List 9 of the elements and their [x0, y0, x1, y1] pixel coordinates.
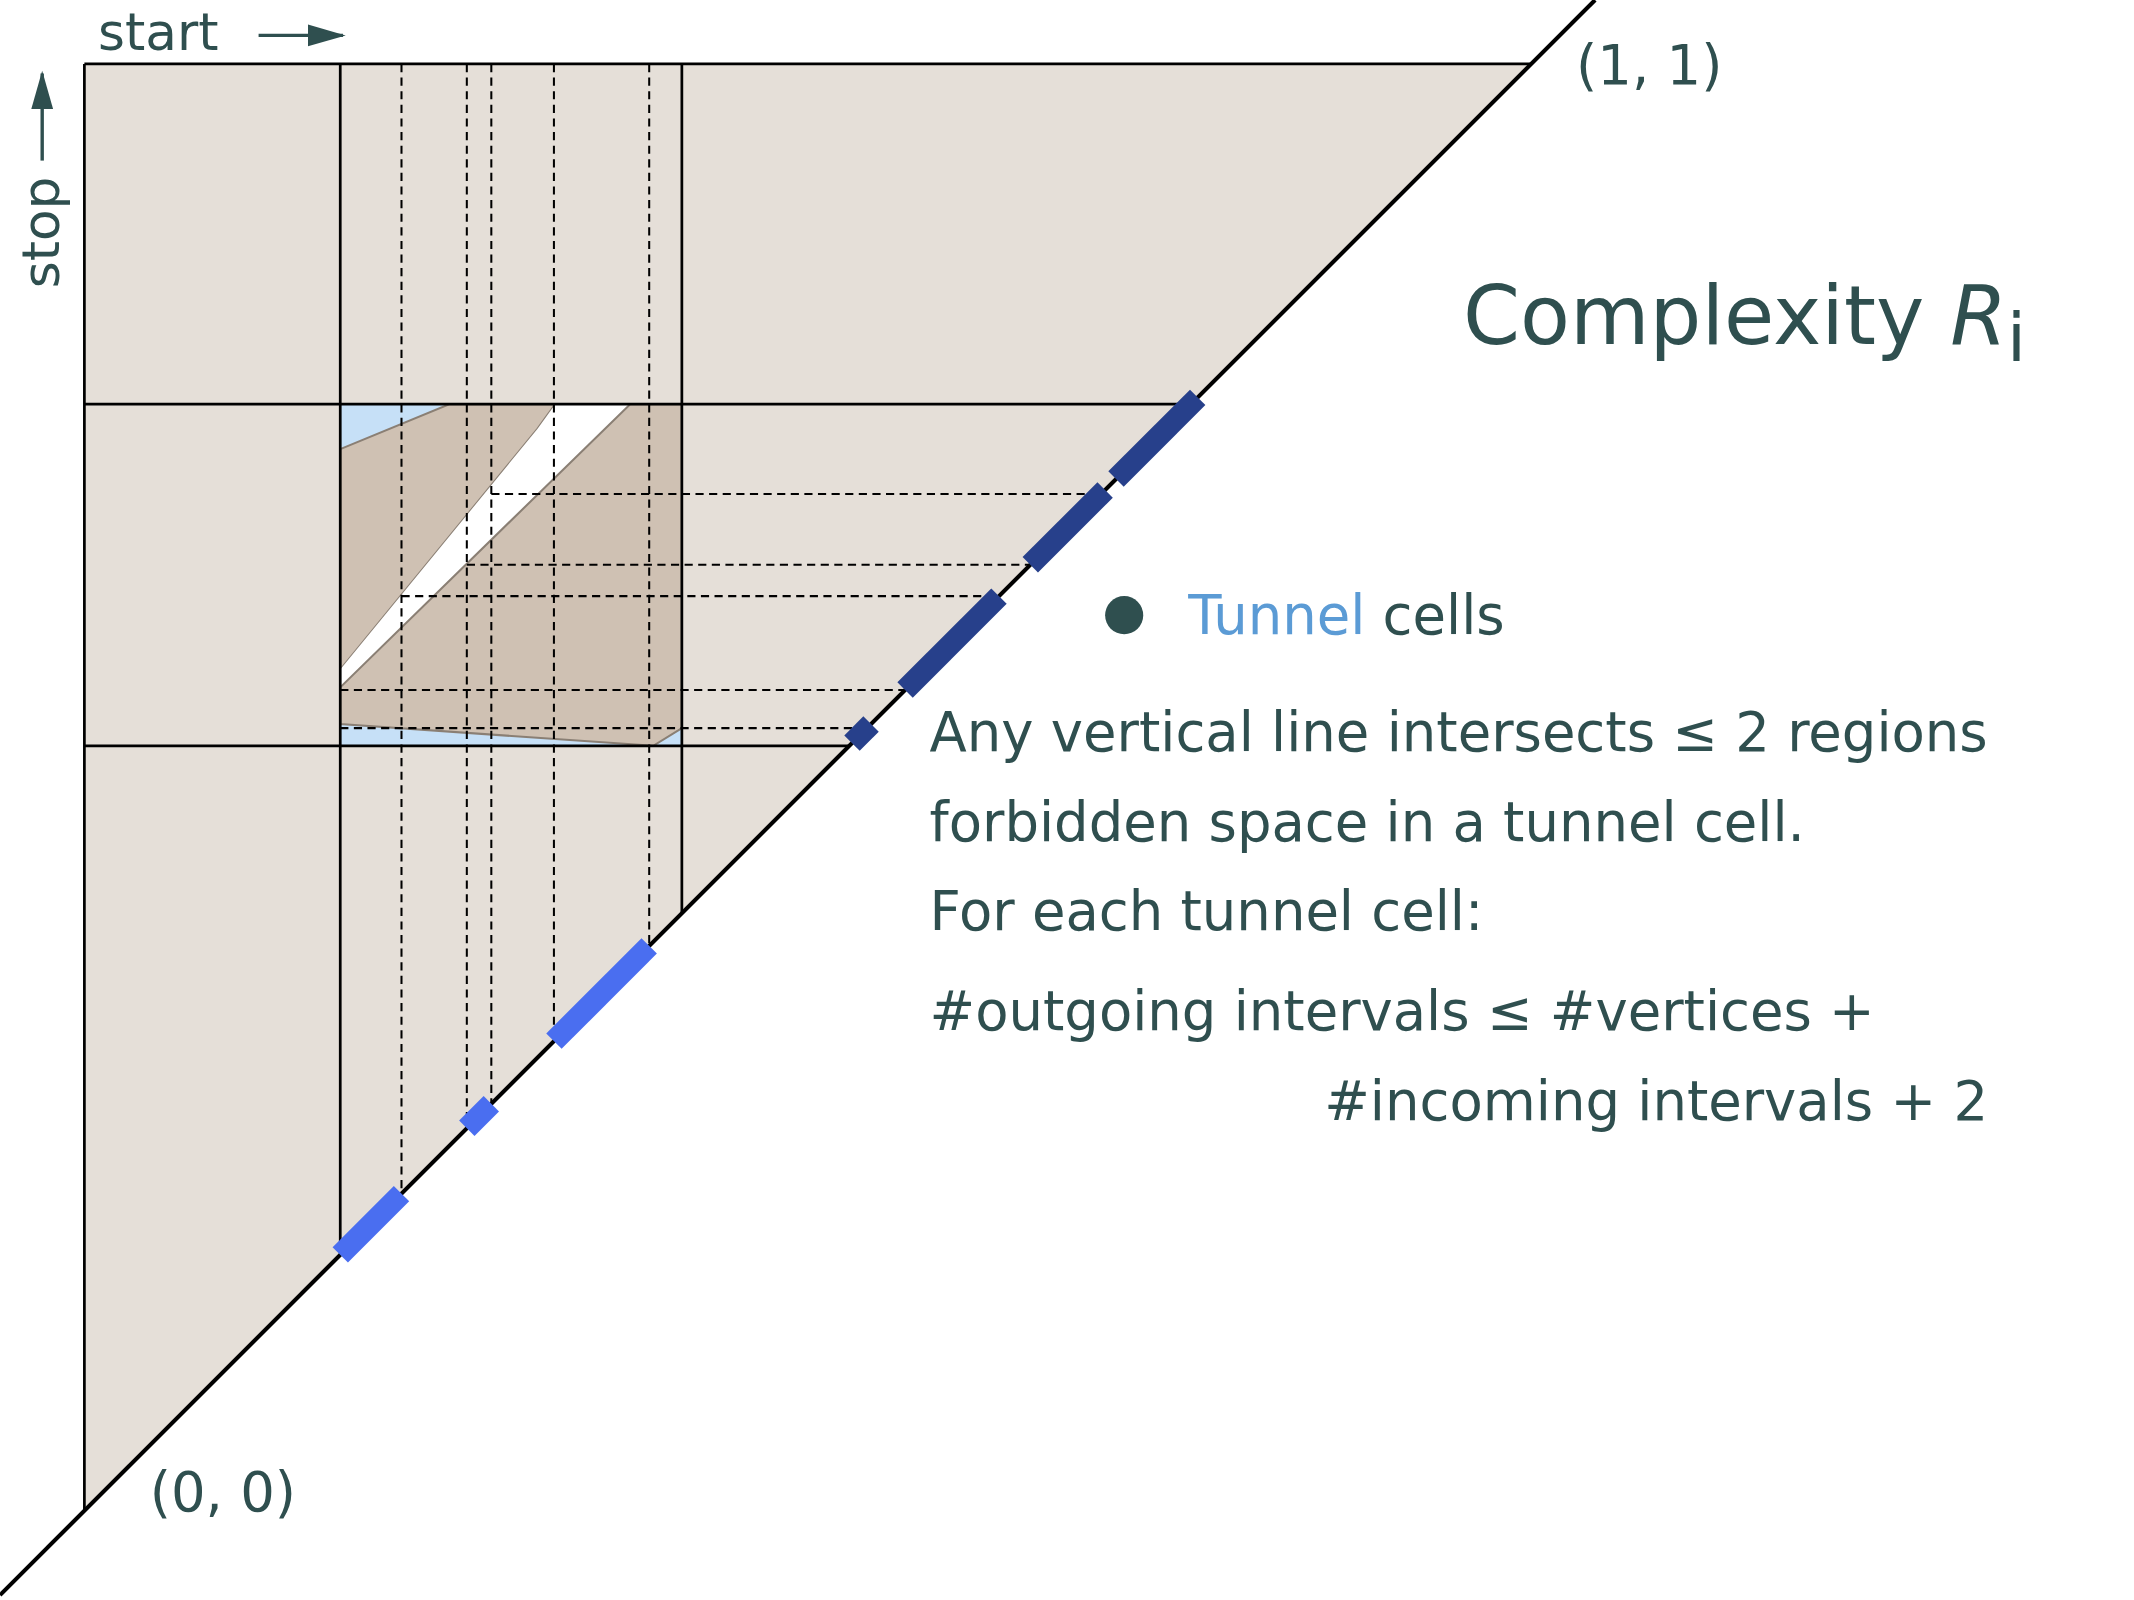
- axis-label: stop: [11, 175, 73, 291]
- coordinate-label: (0, 0): [149, 1459, 297, 1525]
- axis-label: start: [98, 2, 219, 65]
- note-text: Any vertical line intersects ≤ 2 regions forbidden space in a tunnel cell.: [929, 699, 1989, 856]
- coordinate-label: (1, 1): [1576, 33, 1723, 98]
- legend-item: Tunnel cells: [1188, 582, 1505, 648]
- note-text: For each tunnel cell:: [929, 878, 1484, 944]
- note-text: #outgoing intervals ≤ #vertices + #incoming intervals + 2: [929, 978, 1990, 1135]
- title: Complexity R$_{i}$: [1463, 267, 2026, 380]
